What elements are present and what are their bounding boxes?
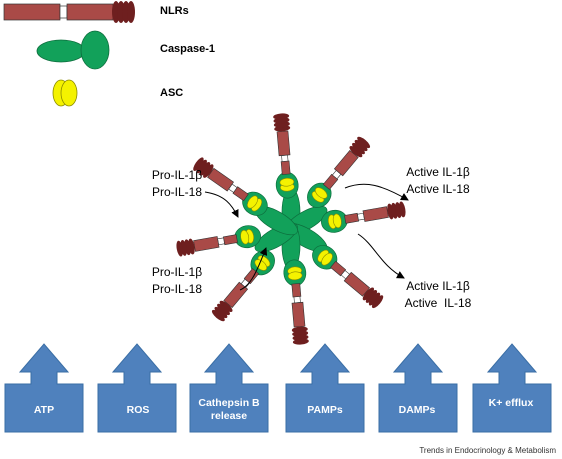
inflammasome-complex — [176, 113, 406, 345]
active-il1b-top-text: Active IL-1β — [406, 165, 470, 179]
stimulus-arrow — [472, 343, 552, 433]
pro-in-top-arrow — [204, 191, 239, 218]
lrr-repeat — [365, 290, 378, 303]
nlr-arm — [211, 250, 275, 322]
nlr-segment — [222, 234, 238, 246]
active-out-top-label: Active IL-1β Active IL-18 — [396, 164, 480, 198]
stimulus-arrow — [189, 343, 269, 433]
stimulus-arrow — [285, 343, 365, 433]
pro-il18-top-text: Pro-IL-18 — [151, 185, 203, 199]
journal-credit: Trends in Endocrinology & Metabolism — [419, 446, 556, 455]
asc-unit — [321, 252, 333, 266]
nlr-segment — [276, 130, 291, 157]
pro-il18-bottom-text: Pro-IL-18 — [151, 282, 203, 296]
nlr-arm — [176, 225, 261, 257]
nlr-arm — [312, 245, 384, 309]
legend-asc-label: ASC — [160, 87, 184, 99]
lrr-repeat — [203, 164, 214, 178]
active-out-top-arrow — [344, 183, 409, 201]
lrr-repeat — [362, 287, 375, 301]
legend-asc-icon — [52, 79, 78, 107]
lrr-repeat — [273, 113, 290, 120]
active-il1b-bottom-text: Active IL-1β — [406, 279, 470, 293]
stimulus-arrow — [378, 343, 458, 433]
lrr-repeat — [199, 161, 211, 176]
nlr-arm — [321, 201, 406, 233]
stimulus-ros-label: ROS — [126, 404, 150, 416]
nlr-linker — [293, 296, 301, 304]
active-out-bottom-arrow — [357, 233, 405, 279]
lrr-repeat — [196, 159, 207, 174]
legend-nlr-icon — [3, 1, 135, 23]
nlr-arm — [283, 259, 309, 345]
asc-unit — [287, 271, 303, 281]
nlr-linker — [281, 154, 289, 162]
nlr-segment — [362, 206, 389, 222]
pro-in-top-label: Pro-IL-1β Pro-IL-18 — [142, 167, 212, 201]
lrr-repeat — [371, 295, 384, 309]
pro-in-bottom-label: Pro-IL-1β Pro-IL-18 — [142, 264, 212, 298]
legend-nlr-label: NLRs — [160, 5, 189, 17]
lrr-repeat — [211, 309, 225, 322]
nlr-arm — [193, 157, 268, 216]
stimulus-arrow — [4, 343, 84, 433]
pro-il1b-top-text: Pro-IL-1β — [151, 168, 203, 182]
stimulus-atp-label: ATP — [33, 404, 55, 416]
legend-caspase-icon — [36, 30, 110, 70]
stimulus-pamps-label: PAMPs — [307, 404, 343, 416]
lrr-repeat — [176, 240, 183, 257]
pro-in-bottom-arrow — [239, 247, 268, 291]
active-out-bottom-label: Active IL-1β Active IL-18 — [395, 278, 481, 312]
asc-unit — [314, 187, 328, 199]
nlr-segment — [193, 236, 220, 252]
stimulus-k-efflux-label: K+ efflux — [488, 397, 534, 409]
lrr-repeat — [292, 338, 309, 345]
active-il18-top-text: Active IL-18 — [406, 182, 470, 196]
stimuli-arrows — [4, 343, 552, 433]
asc-unit — [332, 213, 342, 229]
lrr-repeat — [368, 292, 381, 306]
lrr-repeat — [217, 303, 230, 316]
stimulus-damps-label: DAMPs — [398, 404, 436, 416]
nlr-segment — [291, 301, 306, 328]
lrr-repeat — [214, 306, 228, 319]
nlr-segment — [280, 160, 291, 175]
lrr-repeat — [354, 139, 368, 152]
nlr-segment — [291, 283, 302, 298]
asc-unit — [247, 195, 258, 209]
nlr-arm — [273, 113, 299, 199]
legend-caspase-label: Caspase-1 — [160, 43, 216, 55]
stimulus-arrow — [97, 343, 177, 433]
lrr-repeat — [349, 145, 363, 158]
nlr-segment — [344, 212, 360, 224]
lrr-repeat — [357, 136, 371, 149]
lrr-repeat — [399, 201, 406, 218]
lrr-repeat — [219, 300, 233, 313]
stimulus-cathepsin-label: Cathepsin B release — [198, 397, 260, 422]
nlr-arm — [307, 136, 371, 208]
asc-unit — [240, 229, 250, 245]
lrr-repeat — [193, 157, 204, 171]
pro-il1b-bottom-text: Pro-IL-1β — [151, 265, 203, 279]
active-il18-bottom-text: Active IL-18 — [404, 296, 472, 310]
lrr-repeat — [352, 142, 365, 155]
asc-unit — [279, 177, 295, 187]
